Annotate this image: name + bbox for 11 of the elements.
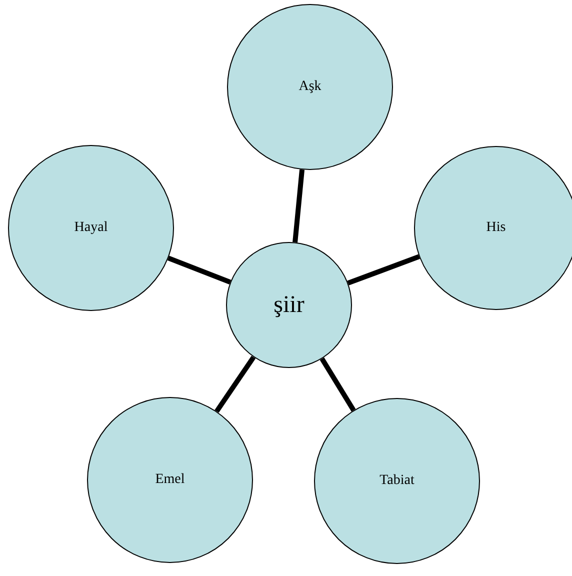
connector-line [167, 256, 232, 284]
topic-label: Aşk [298, 79, 322, 95]
topic-label: şiir [274, 292, 304, 318]
connector-line [347, 254, 420, 286]
topic-label: Emel [155, 472, 185, 488]
connector-line [292, 169, 305, 243]
topic-label: His [486, 220, 506, 236]
topic-label: Tabiat [380, 473, 414, 489]
connector-line [320, 357, 356, 412]
connector-line [214, 356, 256, 413]
topic-label: Hayal [74, 220, 108, 236]
